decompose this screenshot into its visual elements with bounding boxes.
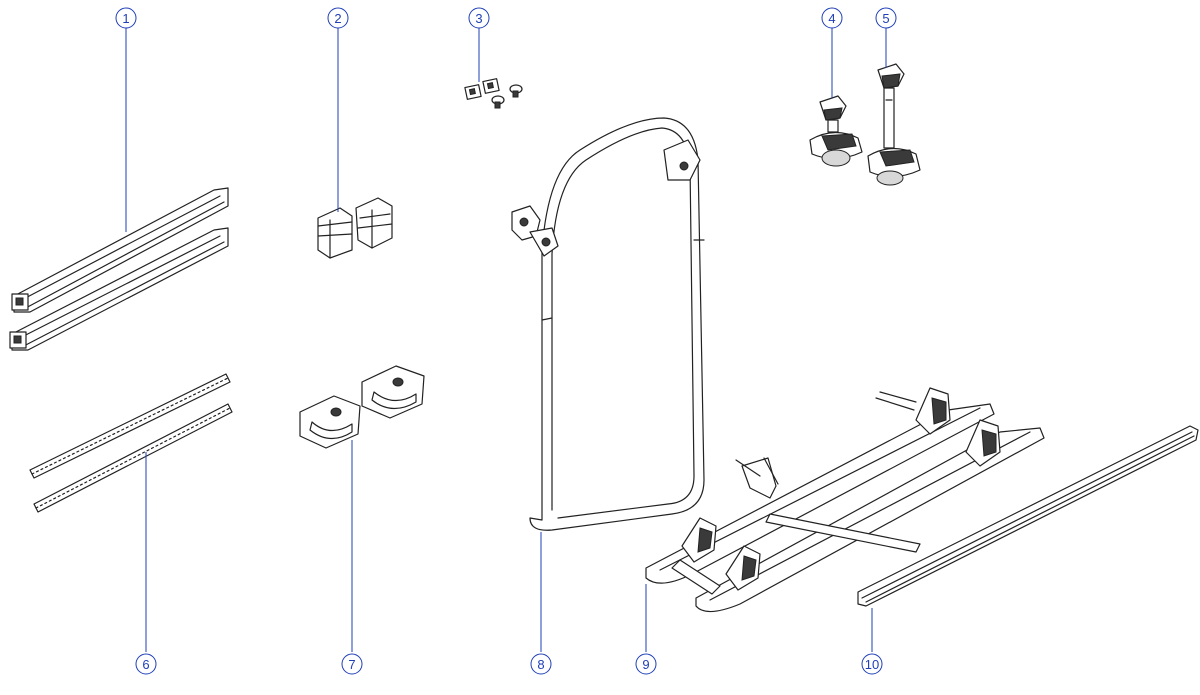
part-6-toothed-straps [30, 374, 232, 512]
bolt-left [492, 96, 504, 108]
svg-text:5: 5 [882, 11, 889, 26]
part-5-long-frame-holder [868, 64, 920, 185]
callout-layer: 1 2 3 4 5 6 7 8 [115, 7, 897, 675]
part-3-fastener-set [465, 79, 522, 108]
strap-upper [30, 374, 230, 478]
svg-text:2: 2 [334, 11, 341, 26]
frame-hinge-left [512, 206, 558, 256]
rail-lower [10, 228, 228, 350]
svg-text:4: 4 [828, 11, 835, 26]
part-9-wheel-carrier [646, 388, 1044, 612]
callout-5: 5 [875, 7, 897, 29]
svg-text:3: 3 [475, 11, 482, 26]
callout-6: 6 [135, 653, 157, 675]
svg-text:6: 6 [142, 657, 149, 672]
rail-upper [12, 188, 228, 312]
callout-4: 4 [821, 7, 843, 29]
frame-hinge-upper [664, 140, 700, 180]
part-4-short-frame-holder [810, 96, 862, 166]
wheel-holder-front-left [682, 518, 716, 562]
svg-text:1: 1 [122, 11, 129, 26]
part-7-end-clamps [300, 366, 424, 448]
wheel-holder-rear-right [966, 420, 1000, 466]
part-1-mounting-rails [10, 188, 228, 350]
callout-9: 9 [635, 653, 657, 675]
svg-text:8: 8 [537, 657, 544, 672]
callout-7: 7 [341, 653, 363, 675]
carrier-cross-bar [672, 514, 920, 594]
svg-text:7: 7 [348, 657, 355, 672]
svg-text:9: 9 [642, 657, 649, 672]
callout-10: 10 [861, 653, 883, 675]
callout-3: 3 [468, 7, 490, 29]
callout-2: 2 [327, 7, 349, 29]
clamp-cap-left [318, 208, 352, 258]
callout-1: 1 [115, 7, 137, 29]
bolt-right [510, 85, 522, 97]
wheel-holder-rear-left [726, 546, 760, 590]
part-10-loading-rail [858, 426, 1198, 606]
strap-holder-center [736, 458, 778, 498]
callout-8: 8 [530, 653, 552, 675]
clamp-cap-right [356, 198, 392, 248]
svg-text:10: 10 [865, 657, 879, 672]
end-clamp-right [362, 366, 424, 418]
part-2-clamp-caps [318, 198, 392, 258]
part-8-main-frame [512, 118, 704, 530]
strap-lower [34, 404, 232, 512]
wheel-holder-front-right [876, 388, 950, 434]
end-clamp-left [300, 396, 360, 448]
